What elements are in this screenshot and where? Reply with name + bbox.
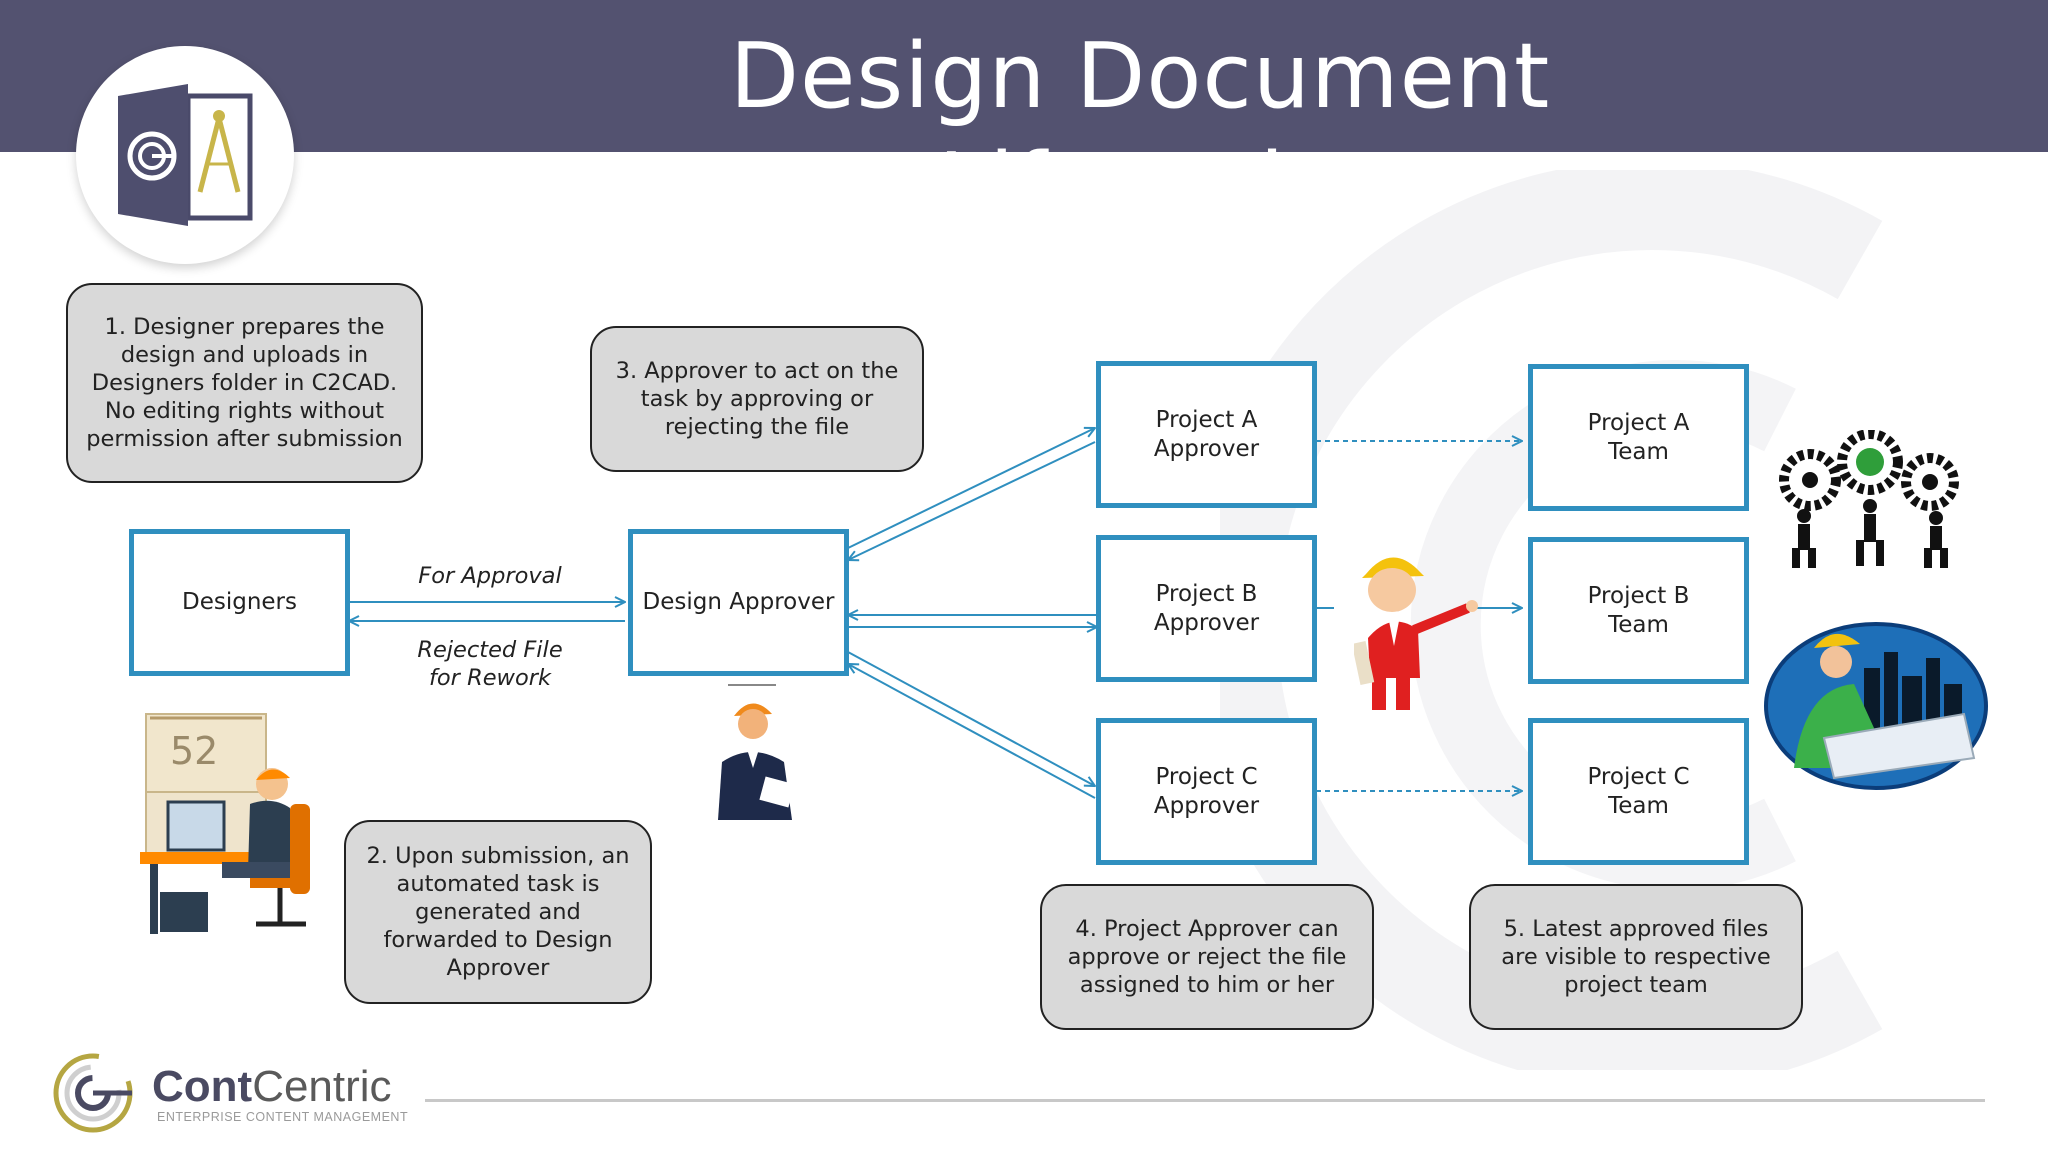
header-bar — [0, 0, 2048, 152]
label-rejected: Rejected File for Rework — [417, 637, 563, 691]
edge-a-to-approver — [848, 441, 1096, 560]
brand-name: ContCentric — [152, 1062, 392, 1112]
node-project-a-team: Project A Team — [1528, 364, 1749, 511]
note-step-5: 5. Latest approved files are visible to … — [1469, 884, 1803, 1030]
node-project-c-approver: Project C Approver — [1096, 718, 1317, 865]
note-step-1: 1. Designer prepares the design and uplo… — [66, 283, 423, 483]
node-project-a-approver: Project A Approver — [1096, 361, 1317, 508]
brand-name-regular: Centric — [252, 1062, 392, 1111]
node-designers: Designers — [129, 529, 350, 676]
brand-name-bold: Cont — [152, 1062, 253, 1111]
designer-at-desk-icon: 52 — [140, 713, 310, 934]
contcentric-logo-icon — [53, 1053, 133, 1133]
node-design-approver: Design Approver — [628, 529, 849, 676]
note-step-3: 3. Approver to act on the task by approv… — [590, 326, 924, 472]
node-project-c-team: Project C Team — [1528, 718, 1749, 865]
svg-text:52: 52 — [170, 729, 218, 773]
page-title: Design Document Lifecycle — [729, 24, 1551, 239]
edge-approver-to-c — [847, 651, 1095, 786]
node-project-b-team: Project B Team — [1528, 537, 1749, 684]
team-gears-icon — [1779, 430, 1959, 568]
brand-tagline: ENTERPRISE CONTENT MANAGEMENT — [157, 1110, 409, 1124]
node-project-b-approver: Project B Approver — [1096, 535, 1317, 682]
engineer-pointing-icon — [1354, 557, 1478, 710]
note-step-2: 2. Upon submission, an automated task is… — [344, 820, 652, 1004]
note-step-4: 4. Project Approver can approve or rejec… — [1040, 884, 1374, 1030]
footer-divider — [425, 1099, 1985, 1102]
engineer-blueprint-icon — [1764, 622, 1988, 790]
edge-c-to-approver — [848, 664, 1096, 799]
document-compass-logo-icon — [76, 46, 294, 264]
edge-approver-to-a — [847, 428, 1095, 549]
label-for-approval: For Approval — [418, 563, 562, 589]
design-approver-figure-icon — [718, 684, 795, 820]
